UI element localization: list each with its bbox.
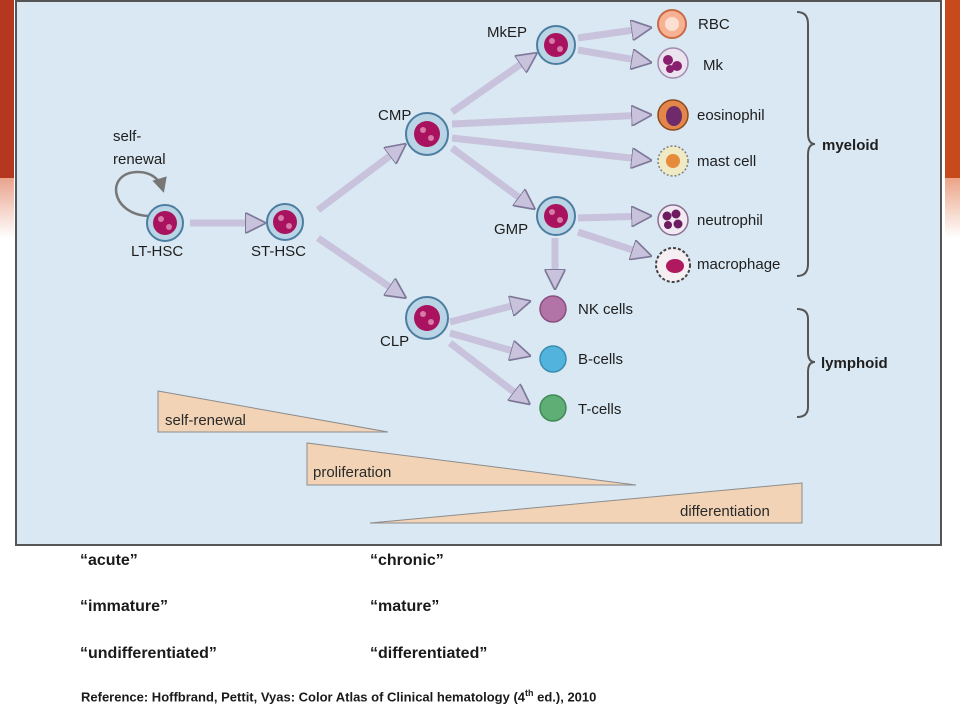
label-self-renewal-gradient: self-renewal xyxy=(165,412,246,429)
cell-b xyxy=(539,345,567,373)
term-mature: “mature” xyxy=(370,598,440,615)
cell-macrophage xyxy=(655,247,691,283)
slide-accent-right xyxy=(945,0,960,178)
arrow-gmp-to-macrophage xyxy=(576,228,648,255)
label-mkep: MkEP xyxy=(487,24,527,41)
label-clp: CLP xyxy=(380,333,409,350)
arrow-mkep-to-rbc xyxy=(577,28,648,42)
arrow-st-to-clp xyxy=(316,235,403,296)
label-t-cells: T-cells xyxy=(578,401,621,418)
arrow-cmp-to-gmp xyxy=(449,145,532,207)
reference-sup: th xyxy=(525,688,534,698)
label-gmp: GMP xyxy=(494,221,528,238)
label-mast-cell: mast cell xyxy=(697,153,756,170)
term-undifferentiated: “undifferentiated” xyxy=(80,645,217,662)
slide-accent-left xyxy=(0,0,14,178)
arrow-clp-to-t xyxy=(447,340,527,402)
label-b-cells: B-cells xyxy=(578,351,623,368)
myeloid-bracket xyxy=(796,11,816,277)
arrow-cmp-to-mkep xyxy=(450,55,534,115)
reference-suffix: ed.), 2010 xyxy=(533,689,597,705)
label-mk: Mk xyxy=(703,57,723,74)
label-rbc: RBC xyxy=(698,16,730,33)
cell-mkep xyxy=(536,25,576,65)
label-self-renewal-2: renewal xyxy=(113,151,166,168)
arrow-st-to-cmp xyxy=(315,146,403,213)
cell-nk xyxy=(539,295,567,323)
arrow-mkep-to-mk xyxy=(577,46,648,62)
cell-t xyxy=(539,394,567,422)
arrow-clp-to-nk xyxy=(449,302,527,326)
cell-gmp xyxy=(536,196,576,236)
slide-accent-fade-left xyxy=(0,178,14,238)
cell-clp xyxy=(405,296,449,340)
term-immature: “immature” xyxy=(80,598,169,615)
slide-accent-fade-right xyxy=(945,178,960,238)
arrows xyxy=(190,28,648,402)
arrow-clp-to-b xyxy=(449,329,527,355)
self-renewal-triangle xyxy=(157,390,389,433)
label-cmp: CMP xyxy=(378,107,411,124)
term-chronic: “chronic” xyxy=(370,552,444,569)
label-eosinophil: eosinophil xyxy=(697,107,765,124)
label-neutrophil: neutrophil xyxy=(697,212,763,229)
arrow-cmp-to-eosinophil xyxy=(451,115,648,128)
label-st-hsc: ST-HSC xyxy=(251,243,306,260)
label-self-renewal-1: self- xyxy=(113,128,141,145)
cell-mast xyxy=(657,145,689,177)
arrow-gmp-to-neutrophil xyxy=(577,216,648,218)
lymphoid-bracket xyxy=(796,308,816,418)
label-proliferation-gradient: proliferation xyxy=(313,464,391,481)
label-lt-hsc: LT-HSC xyxy=(131,243,183,260)
label-lymphoid: lymphoid xyxy=(821,355,888,372)
label-differentiation-gradient: differentiation xyxy=(680,503,770,520)
reference-prefix: Reference: Hoffbrand, Pettit, Vyas: Colo… xyxy=(81,689,525,705)
differentiation-triangle xyxy=(369,482,803,524)
label-myeloid: myeloid xyxy=(822,137,879,154)
cell-cmp xyxy=(405,112,449,156)
cell-eosinophil xyxy=(657,99,689,131)
cell-lt-hsc xyxy=(146,204,184,242)
label-macrophage: macrophage xyxy=(697,256,780,273)
cell-st-hsc xyxy=(266,203,304,241)
cell-rbc xyxy=(657,9,687,39)
self-renewal-loop-arrow xyxy=(114,170,167,218)
term-acute: “acute” xyxy=(80,552,138,569)
hematopoiesis-diagram: self- renewal LT-HSC ST-HSC CMP CLP MkEP… xyxy=(113,9,888,524)
label-nk-cells: NK cells xyxy=(578,301,633,318)
cell-mk xyxy=(657,47,689,79)
proliferation-triangle xyxy=(306,442,637,486)
reference-citation: Reference: Hoffbrand, Pettit, Vyas: Colo… xyxy=(81,688,596,704)
term-differentiated: “differentiated” xyxy=(370,645,488,662)
arrow-cmp-to-mast xyxy=(451,134,648,160)
cell-neutrophil xyxy=(657,204,689,236)
